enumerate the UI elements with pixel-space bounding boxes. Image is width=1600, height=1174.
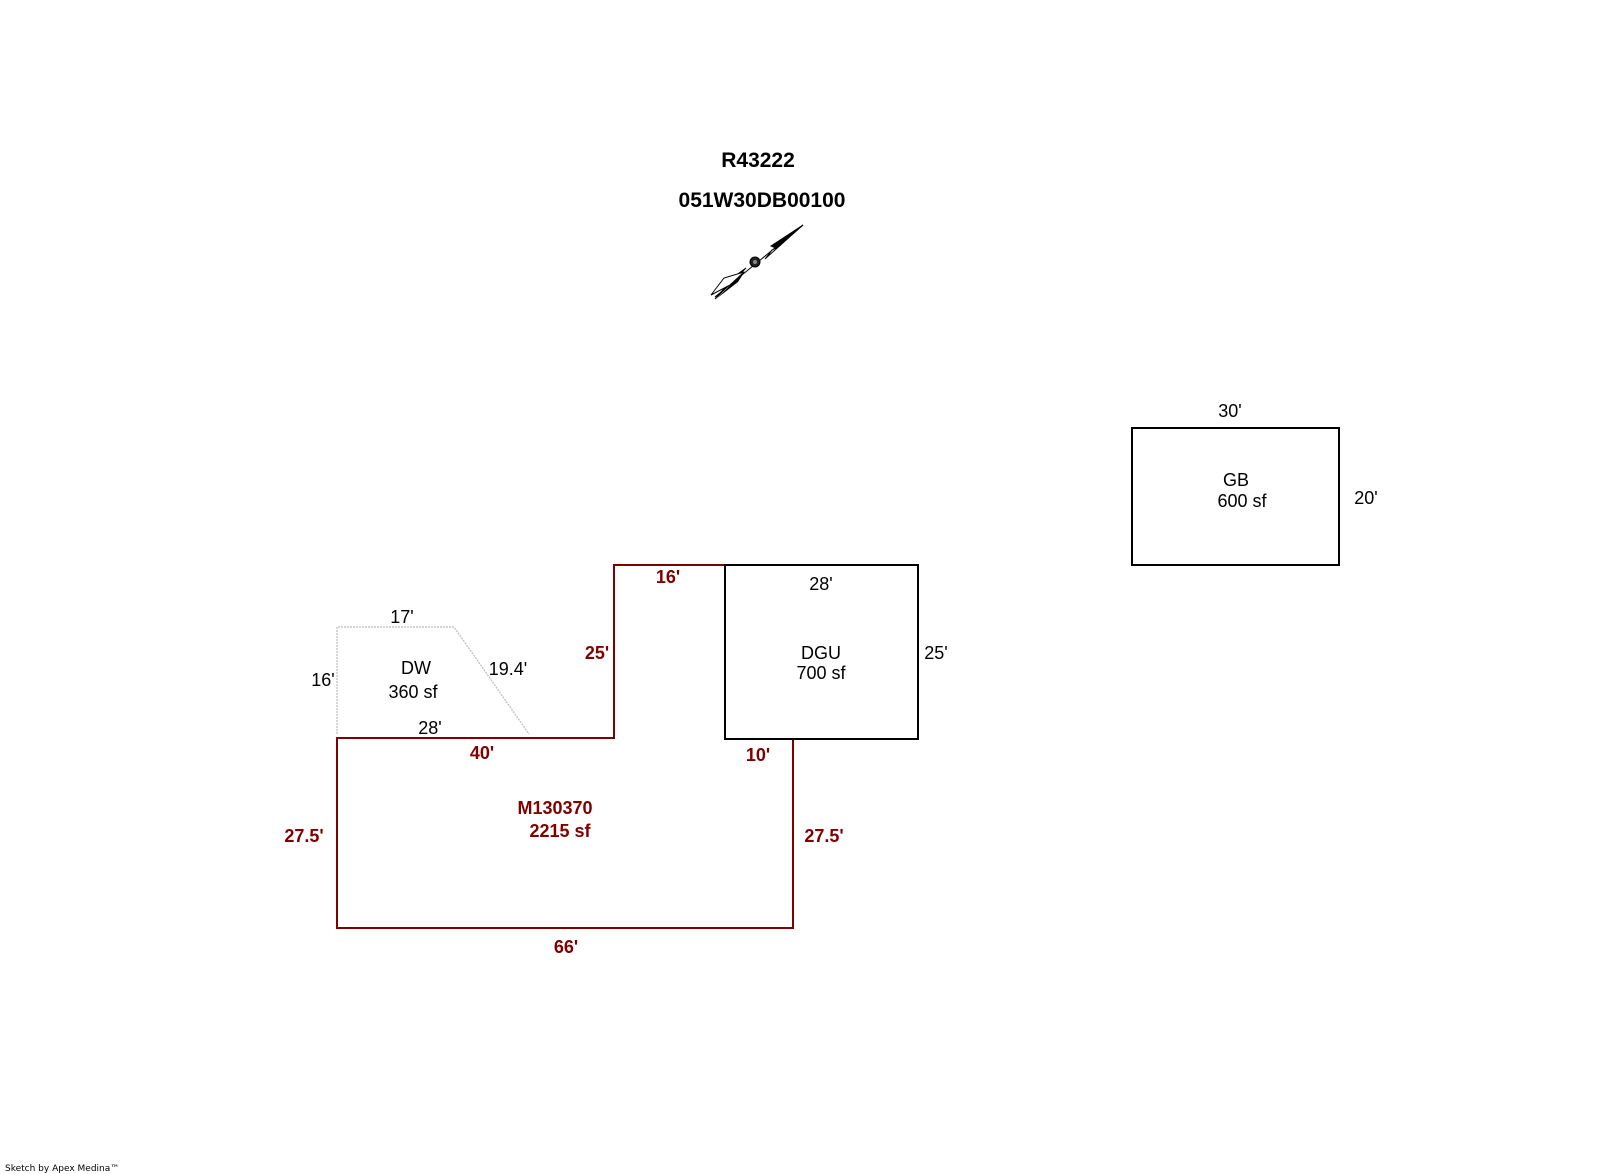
main-dim-step-top: 16' bbox=[656, 567, 680, 587]
footer-credit: Sketch by Apex Medina™ bbox=[5, 1164, 119, 1174]
gb-area: 600 sf bbox=[1217, 491, 1267, 511]
dw-dim-bottom: 28' bbox=[418, 718, 441, 738]
dw-area: 360 sf bbox=[388, 682, 438, 702]
main-dim-top-right: 10' bbox=[746, 745, 770, 765]
main-dim-bottom: 66' bbox=[554, 937, 578, 957]
dw-dim-top: 17' bbox=[390, 607, 413, 627]
main-area: 2215 sf bbox=[529, 821, 591, 841]
map-tax-lot: 051W30DB00100 bbox=[679, 189, 846, 212]
dgu-area: 700 sf bbox=[796, 663, 846, 683]
gb-dim-top: 30' bbox=[1218, 401, 1241, 421]
gb-outline bbox=[1131, 427, 1340, 566]
dw-outline bbox=[336, 626, 530, 735]
gb-code: GB bbox=[1223, 470, 1249, 490]
main-dim-top-left: 40' bbox=[470, 743, 494, 763]
dgu-code: DGU bbox=[801, 643, 841, 663]
dw-code: DW bbox=[401, 658, 431, 678]
dw-dim-left: 16' bbox=[311, 670, 334, 690]
account-id: R43222 bbox=[721, 149, 795, 172]
main-dim-left: 27.5' bbox=[284, 826, 323, 846]
main-code: M130370 bbox=[517, 798, 592, 818]
dw-dim-diagonal: 19.4' bbox=[489, 659, 527, 679]
gb-dim-right: 20' bbox=[1354, 488, 1377, 508]
main-dim-right: 27.5' bbox=[804, 826, 843, 846]
main-dim-step-up: 25' bbox=[585, 643, 609, 663]
north-arrow-icon bbox=[710, 224, 804, 300]
dgu-dim-right: 25' bbox=[924, 643, 947, 663]
dgu-outline bbox=[724, 564, 919, 740]
dgu-dim-top: 28' bbox=[809, 574, 832, 594]
